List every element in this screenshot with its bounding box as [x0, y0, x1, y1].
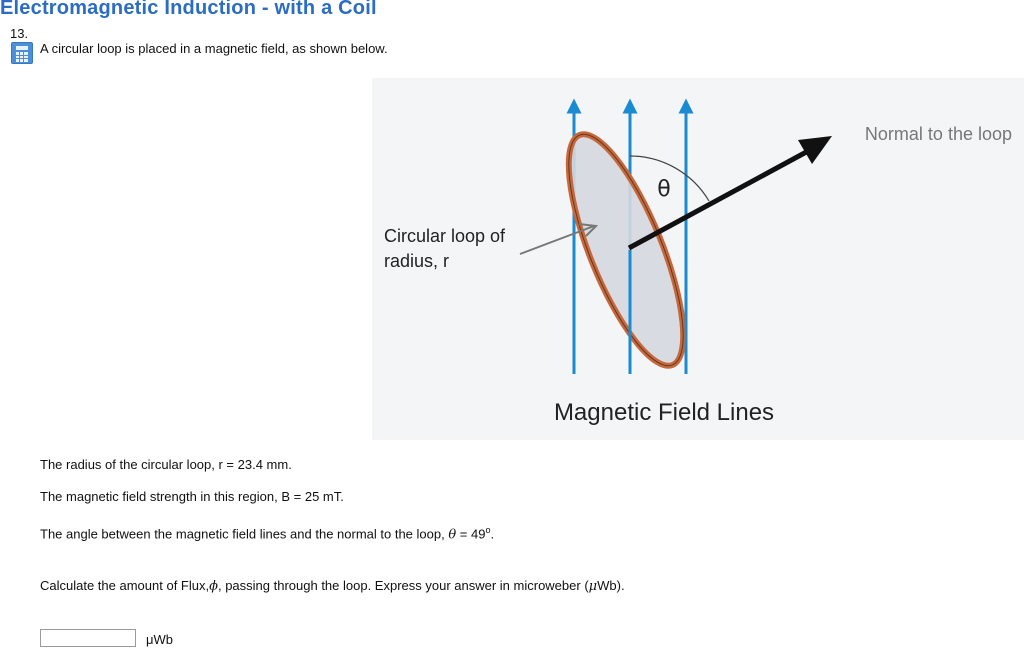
- normal-arrow: [627, 147, 812, 251]
- angle-text: The angle between the magnetic field lin…: [40, 525, 495, 543]
- radius-text: The radius of the circular loop, r = 23.…: [40, 457, 292, 472]
- loop-pointer: [519, 225, 595, 255]
- normal-label: Normal to the loop: [865, 124, 1012, 144]
- task-text: Calculate the amount of Flux,ϕ, passing …: [40, 578, 625, 594]
- figure-background: [372, 78, 1024, 440]
- page-title: Electromagnetic Induction - with a Coil: [0, 0, 377, 19]
- question-number: 13.: [10, 26, 29, 41]
- normal-arrow-head: [798, 136, 832, 164]
- loop-label-line2: radius, r: [384, 251, 449, 271]
- question-prompt: A circular loop is placed in a magnetic …: [40, 41, 388, 56]
- theta-arc: [629, 155, 710, 202]
- loop-diagram: Normal to the loop Circular loop of radi…: [372, 78, 1024, 440]
- calculator-icon[interactable]: [11, 42, 33, 64]
- answer-unit: μWb: [146, 632, 173, 647]
- theta-label: θ: [657, 177, 670, 202]
- loop-label-line1: Circular loop of: [384, 226, 506, 246]
- answer-input[interactable]: [40, 629, 136, 647]
- field-strength-text: The magnetic field strength in this regi…: [40, 489, 344, 504]
- field-label: Magnetic Field Lines: [554, 399, 774, 426]
